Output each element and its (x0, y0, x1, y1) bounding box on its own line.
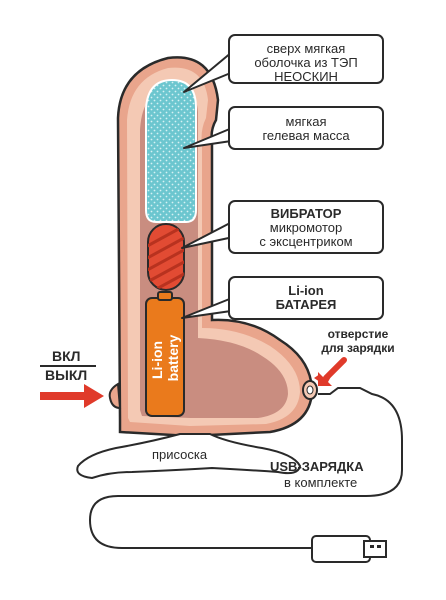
switch-on-label: ВКЛ (52, 348, 81, 364)
callout-battery: Li-ion БАТАРЕЯ (228, 276, 384, 320)
callout-vibrator-line1: микромотор (269, 220, 343, 235)
callout-vibrator-line2: с эксцентриком (259, 234, 353, 249)
callout-shell-line3: НЕОСКИН (274, 69, 338, 84)
charge-port-line2: для зарядки (321, 341, 395, 355)
callout-battery-title2: БАТАРЕЯ (275, 297, 337, 312)
usb-subtitle: в комплекте (284, 475, 358, 490)
callout-vibrator-title: ВИБРАТОР (270, 206, 342, 221)
callout-gel: мягкая гелевая масса (228, 106, 384, 150)
battery-label-line2: battery (165, 334, 181, 381)
usb-plug (311, 535, 371, 563)
callout-shell: сверх мягкая оболочка из ТЭП НЕОСКИН (228, 34, 384, 84)
power-button[interactable] (108, 382, 122, 410)
switch-arrow (40, 384, 104, 408)
callout-gel-line2: гелевая масса (262, 128, 350, 143)
charge-port-line1: отверстие (327, 327, 389, 341)
callout-vibrator: ВИБРАТОР микромотор с эксцентриком (228, 200, 384, 254)
charge-port-label: отверстие для зарядки (304, 327, 412, 355)
suction-cup-label: присоска (152, 447, 208, 462)
callout-shell-line1: сверх мягкая (266, 41, 346, 56)
battery-label-line1: Li-ion (149, 341, 165, 379)
callout-shell-line2: оболочка из ТЭП (254, 55, 358, 70)
battery-label: Li-ion battery (149, 334, 181, 381)
switch-off-label: ВЫКЛ (45, 367, 88, 383)
gel-mass (145, 78, 197, 223)
usb-cable (88, 387, 403, 549)
callout-gel-line1: мягкая (285, 114, 327, 129)
callout-battery-title1: Li-ion (288, 283, 324, 298)
suction-cup (76, 433, 302, 480)
usb-title: USB-ЗАРЯДКА (270, 459, 364, 474)
